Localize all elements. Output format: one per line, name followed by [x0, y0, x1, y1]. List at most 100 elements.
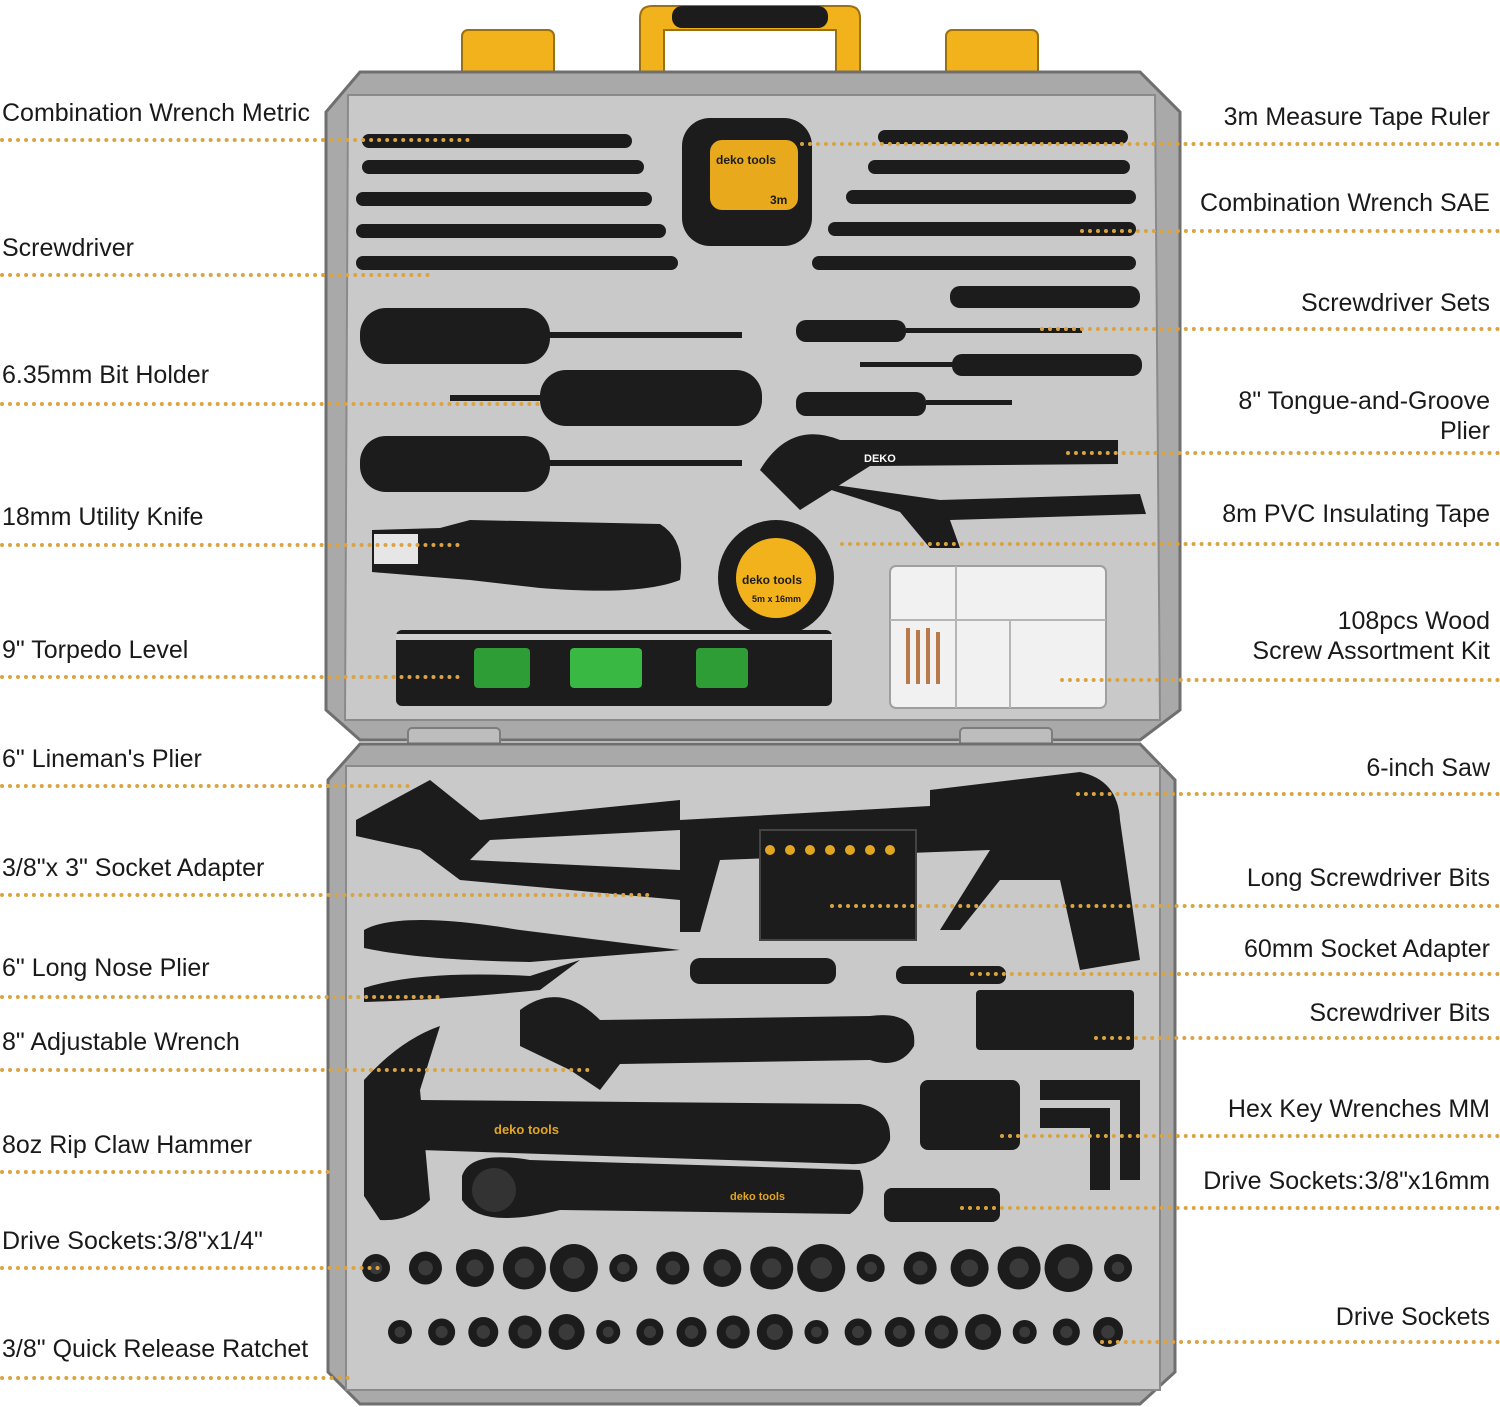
socket-hole — [563, 1257, 585, 1279]
measure-tape-icon: deko tools 3m — [682, 118, 812, 246]
label-adjustable-wrench: 8" Adjustable Wrench — [2, 1028, 240, 1056]
socket-hole — [766, 1323, 783, 1341]
tongue-groove-plier-icon: DEKO — [760, 434, 1146, 548]
drive-socket-16mm-icon — [884, 1188, 1000, 1222]
claw-hammer-icon: deko tools — [364, 1026, 891, 1221]
svg-text:3m: 3m — [770, 193, 787, 207]
leader-line — [830, 904, 1500, 908]
label-screw-kit-line2: Screw Assortment Kit — [1252, 637, 1490, 665]
leader-line — [0, 1170, 330, 1174]
label-utility-knife: 18mm Utility Knife — [2, 503, 204, 531]
socket-hole — [517, 1324, 533, 1340]
label-hex-keys: Hex Key Wrenches MM — [1227, 1095, 1490, 1123]
socket-hole — [864, 1261, 877, 1275]
socket-hole — [725, 1324, 741, 1340]
leader-line — [840, 542, 1500, 546]
socket-hole — [1057, 1257, 1080, 1279]
label-quick-release-ratchet: 3/8" Quick Release Ratchet — [2, 1335, 309, 1363]
label-saw: 6-inch Saw — [1366, 754, 1490, 782]
socket-hole — [713, 1259, 731, 1277]
leader-line — [0, 138, 470, 142]
label-socket-adapter-60mm: 60mm Socket Adapter — [1244, 935, 1490, 963]
socket-hole — [466, 1259, 484, 1277]
leader-line — [1066, 451, 1500, 455]
screw-kit-icon — [889, 565, 1107, 709]
socket-hole — [810, 1257, 832, 1279]
socket-hole — [1019, 1326, 1031, 1338]
label-screwdriver-sets: Screwdriver Sets — [1301, 289, 1490, 317]
socket-hole — [435, 1325, 448, 1339]
label-screw-kit-line1: 108pcs Wood — [1337, 607, 1490, 635]
label-combination-wrench-metric: Combination Wrench Metric — [2, 99, 310, 127]
socket-adapter-icon — [690, 958, 836, 984]
label-bit-holder: 6.35mm Bit Holder — [2, 361, 210, 389]
leader-line — [960, 1206, 1500, 1210]
hex-keys-icon — [920, 1080, 1140, 1190]
socket-hole — [893, 1325, 907, 1339]
adjustable-wrench-icon — [520, 997, 915, 1090]
leader-line — [1060, 678, 1500, 682]
socket-hole — [684, 1325, 699, 1339]
socket-hole — [665, 1260, 681, 1276]
screwdriver-bits-icon — [976, 990, 1134, 1050]
label-linemans-plier: 6" Lineman's Plier — [2, 745, 202, 773]
label-measure-tape: 3m Measure Tape Ruler — [1223, 103, 1490, 131]
socket-hole — [1009, 1258, 1029, 1278]
case-lower-half: deko tools deko tools — [326, 742, 1177, 1406]
label-drive-sockets-16mm: Drive Sockets:3/8"x16mm — [1203, 1167, 1490, 1195]
leader-line — [1100, 1340, 1500, 1344]
socket-hole — [602, 1326, 614, 1338]
label-claw-hammer: 8oz Rip Claw Hammer — [2, 1131, 253, 1159]
svg-text:deko tools: deko tools — [494, 1122, 559, 1137]
leader-line — [0, 402, 540, 406]
leader-line — [0, 675, 460, 679]
socket-hole — [933, 1324, 949, 1340]
label-screwdriver-bits: Screwdriver Bits — [1309, 999, 1490, 1027]
socket-hole — [418, 1260, 433, 1276]
socket-hole — [1060, 1325, 1073, 1339]
label-tongue-groove-plier-line1: 8" Tongue-and-Groove — [1238, 387, 1490, 415]
socket-hole — [852, 1325, 865, 1339]
label-drive-sockets: Drive Sockets — [1335, 1303, 1490, 1331]
socket-hole — [476, 1325, 491, 1339]
utility-knife-icon — [372, 520, 682, 591]
case-handle — [639, 5, 861, 81]
leader-line — [800, 142, 1500, 146]
svg-text:DEKO: DEKO — [864, 453, 896, 465]
svg-text:5m x 16mm: 5m x 16mm — [752, 594, 801, 604]
label-torpedo-level: 9" Torpedo Level — [2, 636, 189, 664]
leader-line — [0, 1266, 380, 1270]
label-combination-wrench-sae: Combination Wrench SAE — [1200, 189, 1490, 217]
leader-line — [0, 893, 650, 897]
leader-line — [1080, 229, 1500, 233]
socket-hole — [1111, 1261, 1125, 1275]
leader-line — [0, 1376, 350, 1380]
case-upper-half: deko tools 3m DEKO — [324, 70, 1182, 742]
label-screwdriver: Screwdriver — [2, 234, 134, 262]
leader-line — [0, 1068, 590, 1072]
socket-hole — [961, 1259, 979, 1277]
label-socket-adapter-3in: 3/8"x 3" Socket Adapter — [2, 854, 265, 882]
label-tongue-groove-plier-line2: Plier — [1439, 417, 1490, 445]
leader-line — [0, 273, 430, 277]
svg-text:deko tools: deko tools — [730, 1191, 785, 1203]
socket-hole — [558, 1323, 575, 1341]
leader-line — [0, 995, 440, 999]
label-insulating-tape: 8m PVC Insulating Tape — [1222, 500, 1490, 528]
socket-hole — [617, 1261, 630, 1275]
quick-release-ratchet-icon: deko tools — [462, 1157, 864, 1218]
svg-text:deko tools: deko tools — [716, 153, 776, 167]
socket-hole — [1101, 1325, 1115, 1339]
svg-text:deko tools: deko tools — [742, 573, 802, 587]
socket-hole — [912, 1260, 928, 1276]
drive-sockets-icon — [362, 1244, 1132, 1350]
torpedo-level-icon — [396, 630, 832, 706]
label-drive-sockets-1-4: Drive Sockets:3/8"x1/4" — [2, 1227, 263, 1255]
socket-hole — [394, 1326, 406, 1338]
saw-icon — [680, 772, 1140, 970]
socket-hole — [811, 1326, 822, 1338]
label-long-nose-plier: 6" Long Nose Plier — [2, 954, 210, 982]
leader-line — [0, 784, 410, 788]
socket-hole — [514, 1258, 535, 1278]
